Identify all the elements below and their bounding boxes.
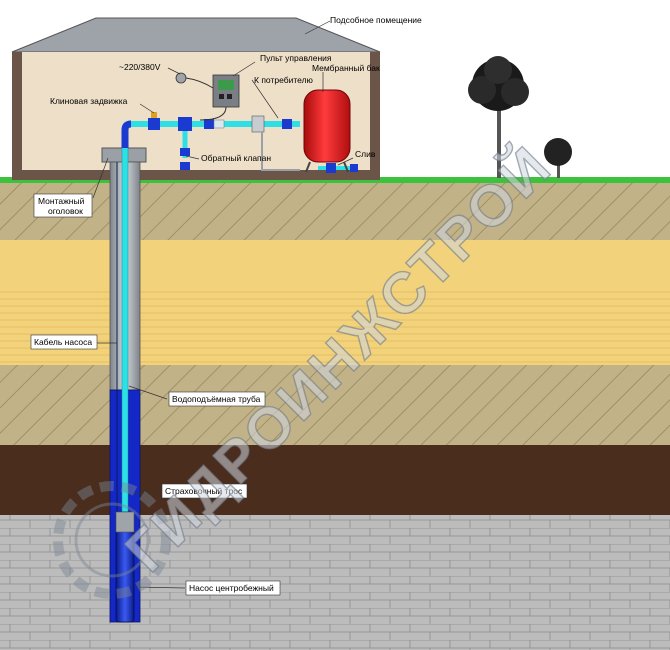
- label-gate-valve: Клиновая задвижка: [50, 96, 128, 106]
- label-safety-rope: Страховочный трос: [161, 483, 248, 499]
- power-socket-icon: [175, 72, 214, 89]
- riser-pipe: [121, 139, 129, 513]
- bush-icon: [544, 138, 572, 178]
- pipe-elbow: [121, 120, 132, 148]
- label-consumer: К потребителю: [254, 75, 314, 85]
- tree-icon: [468, 56, 529, 178]
- svg-text:Насос центробежный: Насос центробежный: [189, 583, 274, 593]
- soil-layers: [0, 182, 670, 650]
- svg-text:Страховочный трос: Страховочный трос: [165, 486, 243, 496]
- limestone-layer: [0, 515, 670, 650]
- gear-icon: [53, 481, 171, 599]
- label-wellhead-line2: оголовок: [48, 206, 83, 216]
- membrane-tank: [303, 89, 351, 173]
- label-wellhead: Монтажный оголовок: [33, 193, 93, 218]
- label-service-room: Подсобное помещение: [330, 15, 422, 25]
- svg-text:Кабель насоса: Кабель насоса: [34, 337, 92, 347]
- label-pump: Насос центробежный: [185, 580, 281, 596]
- leader-lines: [92, 20, 354, 589]
- label-riser-pipe: Водоподъёмная труба: [168, 391, 266, 407]
- label-voltage: ~220/380V: [119, 62, 161, 72]
- label-wellhead-line1: Монтажный: [38, 196, 85, 206]
- label-control-panel: Пульт управления: [260, 53, 332, 63]
- piping: [121, 112, 358, 173]
- label-drain: Слив: [355, 149, 376, 159]
- label-membrane-tank: Мембранный бак: [312, 63, 380, 73]
- labels: Подсобное помещение Пульт управления ~22…: [30, 15, 422, 596]
- pressure-switch: [251, 115, 265, 133]
- control-panel: [199, 74, 240, 121]
- check-valve: [178, 117, 192, 131]
- label-pump-cable: Кабель насоса: [30, 334, 98, 350]
- gate-valve: [148, 118, 160, 130]
- drain-valve: [326, 163, 336, 173]
- label-check-valve: Обратный клапан: [201, 153, 271, 163]
- svg-text:Водоподъёмная труба: Водоподъёмная труба: [172, 394, 261, 404]
